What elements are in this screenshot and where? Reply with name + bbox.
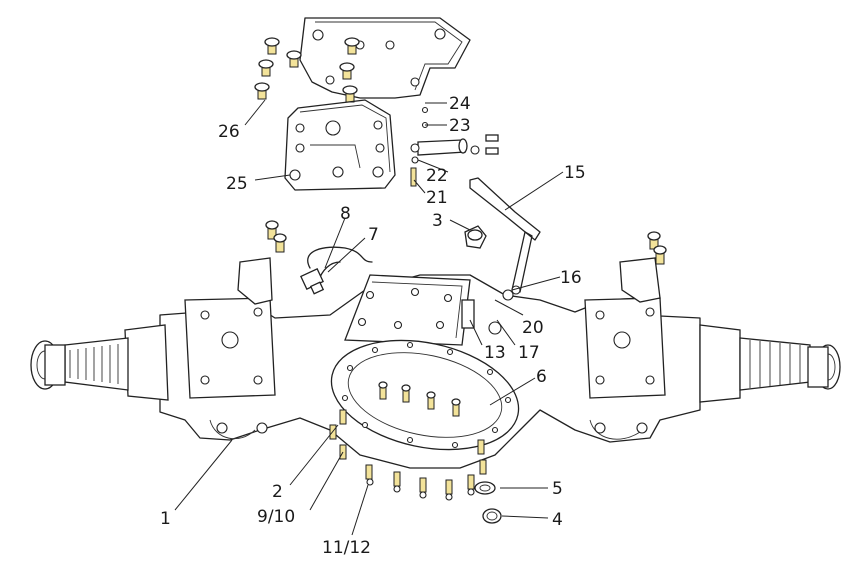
plate-25	[284, 99, 396, 191]
small-parts-21-24	[410, 106, 499, 187]
label-23: 23	[449, 116, 471, 136]
label-8: 8	[340, 204, 351, 224]
sensor-7-8	[300, 246, 373, 295]
mounting-bracket-top	[299, 17, 471, 99]
label-3: 3	[432, 211, 443, 231]
label-26: 26	[218, 122, 240, 142]
label-9-10: 9/10	[257, 507, 295, 527]
label-5: 5	[552, 479, 563, 499]
label-20: 20	[522, 318, 544, 338]
leader-lines	[174, 99, 564, 536]
label-7: 7	[368, 225, 379, 245]
label-1: 1	[160, 509, 171, 529]
label-24: 24	[449, 94, 471, 114]
differential-opening	[330, 339, 520, 451]
plug-4-ring-5	[474, 481, 502, 524]
bolts-26	[254, 37, 360, 103]
label-16: 16	[560, 268, 582, 288]
plug-3	[464, 225, 487, 249]
label-21: 21	[426, 188, 448, 208]
axle-housing-1	[159, 220, 701, 469]
label-11-12: 11/12	[322, 538, 371, 558]
left-spindle	[30, 324, 169, 401]
label-17: 17	[518, 343, 540, 363]
label-2: 2	[272, 482, 283, 502]
label-15: 15	[564, 163, 586, 183]
label-22: 22	[426, 166, 448, 186]
label-6: 6	[536, 367, 547, 387]
label-13: 13	[484, 343, 506, 363]
label-4: 4	[552, 510, 563, 530]
label-25: 25	[226, 174, 248, 194]
callout-labels: 26 25 24 23 22 21 15 3 8 7 16 20 13 17 6…	[160, 94, 586, 558]
right-spindle	[699, 324, 841, 403]
